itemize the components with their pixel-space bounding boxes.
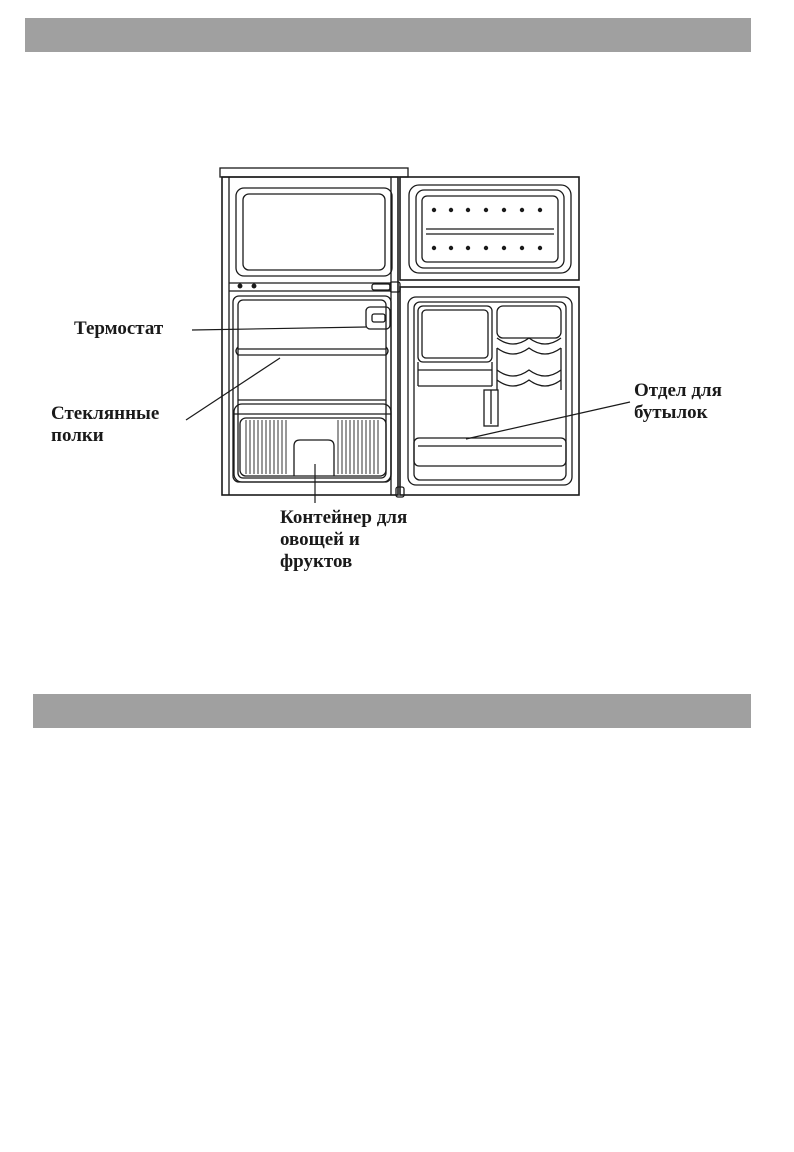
leader-lines [185,326,631,503]
crisper-drawer [233,403,392,483]
fridge-door [395,286,580,498]
leader-bottle-rack [465,401,631,440]
leader-thermostat [191,326,367,331]
leader-glass-shelves [185,357,281,421]
freezer-compartment [229,187,393,292]
callout-bottle-rack: Отдел для бутылок [634,380,722,423]
section-header-bar-middle [33,694,751,728]
callout-crisper: Контейнер для овощей и фруктов [280,507,408,572]
section-header-bar-top [25,18,751,52]
fridge-compartment [232,295,392,483]
fridge-body [219,167,409,496]
freezer-door [371,176,580,293]
callout-thermostat: Термостат [74,318,164,339]
callout-glass-shelves: Стеклянные полки [51,403,160,446]
thermostat-knob [365,306,391,330]
